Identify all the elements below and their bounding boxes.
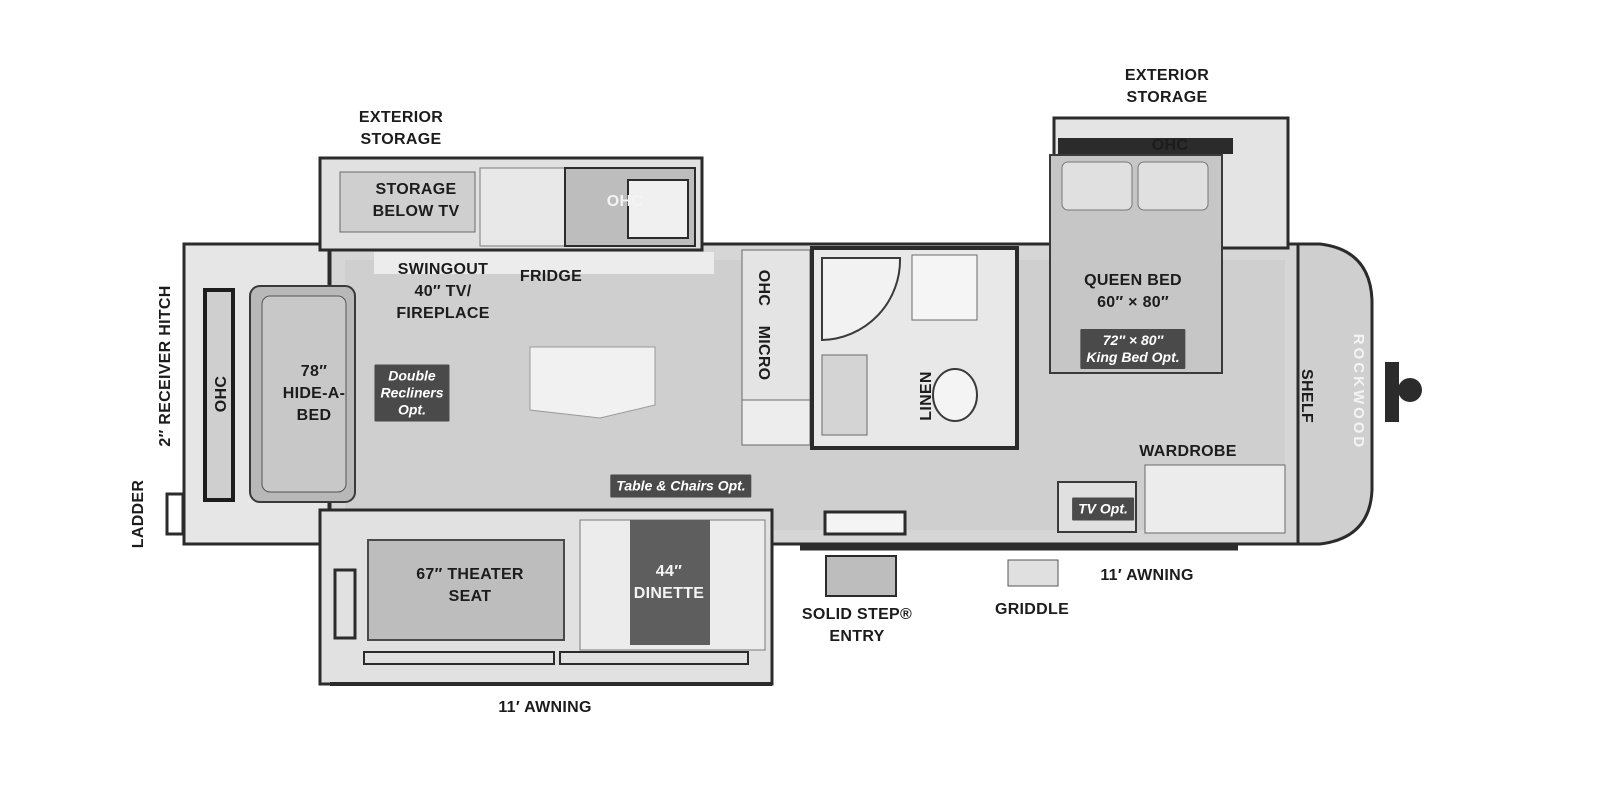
ladder-label: LADDER — [130, 479, 147, 549]
micro-label: MICRO — [755, 325, 772, 381]
ohc-bedroom-label: OHC — [1151, 137, 1189, 154]
table-chairs-option: Table & Chairs Opt. — [610, 474, 752, 498]
wardrobe-label: WARDROBE — [1139, 443, 1237, 460]
theater-seat-label: 67″ THEATER SEAT — [416, 566, 524, 605]
awning-left-label: 11′ AWNING — [498, 699, 592, 716]
brand-logo: ROCKWOOD — [1350, 333, 1367, 451]
kitchen-island — [529, 346, 656, 419]
shelf-label: SHELF — [1298, 369, 1315, 423]
fridge-label: FRIDGE — [519, 268, 583, 285]
ohc-kitchen-label: OHC — [606, 193, 644, 210]
solid-step-label: SOLID STEP® ENTRY — [801, 606, 913, 645]
exterior-storage-left-label: EXTERIOR STORAGE — [358, 109, 444, 148]
king-bed-option: 72″ × 80″ King Bed Opt. — [1080, 329, 1186, 369]
queen-bed-label: QUEEN BED 60″ × 80″ — [1084, 272, 1182, 311]
wardrobe-area — [1057, 464, 1286, 534]
receiver-hitch-label: 2″ RECEIVER HITCH — [157, 285, 174, 447]
exterior-storage-right-label: EXTERIOR STORAGE — [1124, 67, 1210, 106]
awning-right-label: 11′ AWNING — [1100, 567, 1194, 584]
dinette-label: 44″ DINETTE — [633, 563, 705, 602]
linen-label: LINEN — [918, 371, 935, 421]
bathroom — [810, 246, 1019, 450]
griddle-label: GRIDDLE — [994, 601, 1070, 618]
swingout-tv-label: SWINGOUT 40″ TV/ FIREPLACE — [396, 261, 490, 322]
front-cap — [1296, 242, 1422, 546]
ohc-rear-label: OHC — [213, 375, 230, 413]
living-slide — [318, 508, 774, 686]
micro-cabinet — [741, 249, 811, 446]
hide-a-bed-label: 78″ HIDE-A- BED — [282, 363, 346, 424]
kitchen-slide — [318, 156, 714, 274]
ohc-micro-label: OHC — [755, 269, 772, 307]
sofa — [249, 285, 356, 503]
entry-and-awnings — [330, 510, 1238, 686]
storage-below-tv-label: STORAGE BELOW TV — [372, 181, 460, 220]
tv-option: TV Opt. — [1072, 497, 1134, 521]
double-recliners-option: Double Recliners Opt. — [374, 364, 450, 422]
